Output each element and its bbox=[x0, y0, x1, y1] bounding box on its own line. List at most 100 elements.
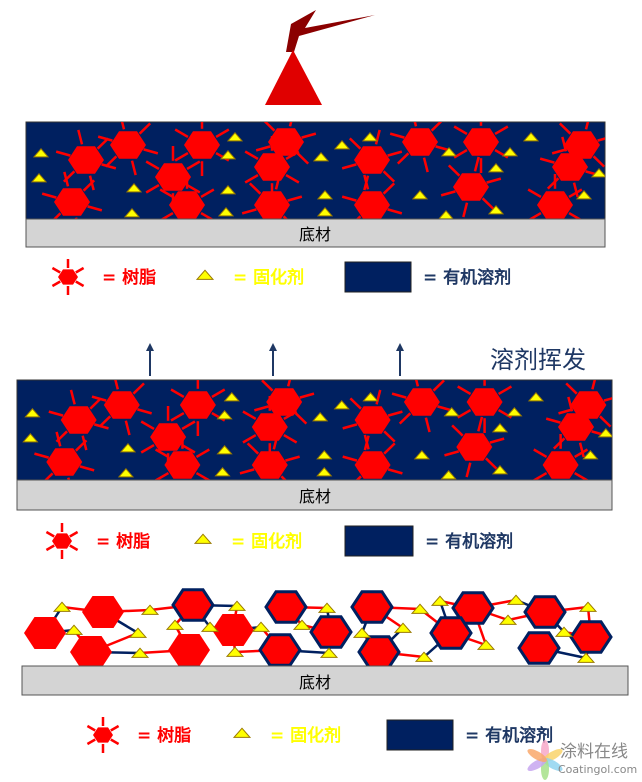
resin-hexagon-icon bbox=[545, 396, 607, 458]
resin-hexagon-icon bbox=[244, 136, 300, 198]
resin-hexagon-icon bbox=[242, 396, 298, 458]
up-arrow-icon bbox=[269, 343, 277, 376]
curing-agent-triangle-icon bbox=[316, 467, 333, 477]
resin-hexagon-icon bbox=[533, 434, 589, 480]
curing-agent-triangle-icon bbox=[216, 410, 233, 420]
resin-hexagon-icon bbox=[389, 122, 451, 173]
cured-film-network bbox=[24, 588, 613, 669]
resin-hexagon-icon bbox=[429, 616, 473, 650]
curing-agent-triangle-icon bbox=[487, 205, 505, 215]
curing-agent-triangle-icon bbox=[225, 646, 245, 657]
resin-hexagon-icon bbox=[391, 380, 453, 433]
curing-agent-triangle-icon bbox=[430, 595, 450, 606]
substrate-label-1: 底材 bbox=[299, 225, 331, 244]
curing-agent-triangle-icon bbox=[227, 600, 247, 611]
curing-agent-triangle-icon bbox=[316, 450, 333, 460]
curing-agent-triangle-icon bbox=[582, 450, 599, 460]
resin-hexagon-icon bbox=[258, 633, 302, 667]
curing-agent-triangle-icon bbox=[219, 150, 237, 160]
legend-solvent-label: = 有机溶剂 bbox=[465, 725, 553, 746]
legend-resin-label: = 树脂 bbox=[102, 268, 156, 288]
legend-resin-label: = 树脂 bbox=[96, 532, 150, 552]
curing-agent-triangle-icon bbox=[125, 183, 143, 193]
curing-agent-triangle-icon bbox=[195, 269, 215, 280]
resin-hexagon-icon bbox=[70, 636, 112, 668]
wet-film-solvent-layer bbox=[25, 121, 606, 220]
curing-agent-triangle-icon bbox=[200, 621, 220, 632]
resin-hexagon-icon bbox=[453, 122, 509, 173]
legend-solvent-label: = 有机溶剂 bbox=[425, 531, 513, 552]
resin-hexagon-icon bbox=[342, 434, 403, 480]
resin-hexagon-icon bbox=[254, 380, 315, 433]
curing-agent-triangle-icon bbox=[117, 468, 135, 478]
curing-agent-triangle-icon bbox=[522, 132, 540, 142]
legend-1: = 树脂 = 固化剂 = 有机溶剂 bbox=[51, 259, 511, 295]
curing-agent-triangle-icon bbox=[292, 619, 312, 630]
curing-agent-triangle-icon bbox=[251, 621, 271, 632]
curing-agent-triangle-icon bbox=[476, 639, 496, 650]
resin-hexagon-icon bbox=[523, 595, 567, 629]
watermark-logo: 涂料在线 Coatingol.com bbox=[527, 740, 637, 780]
resin-hexagon-icon bbox=[539, 136, 601, 198]
curing-agent-triangle-icon bbox=[554, 626, 574, 637]
legend-curing-agent-label: = 固化剂 bbox=[233, 267, 304, 288]
watermark-en: Coatingol.com bbox=[558, 763, 637, 776]
resin-hexagon-icon bbox=[342, 389, 403, 451]
legend-curing-agent-label: = 固化剂 bbox=[231, 531, 302, 552]
curing-agent-triangle-icon bbox=[443, 407, 460, 417]
resin-hexagon-icon bbox=[48, 389, 109, 451]
legend-solvent-label: = 有机溶剂 bbox=[423, 267, 511, 288]
wet-film-particles bbox=[30, 122, 605, 219]
resin-hexagon-icon bbox=[357, 635, 401, 669]
curing-agent-triangle-icon bbox=[440, 470, 457, 480]
evaporation-label: 溶剂挥发 bbox=[490, 346, 586, 374]
curing-agent-triangle-icon bbox=[362, 392, 379, 402]
up-arrow-icon bbox=[146, 343, 154, 376]
evaporation-arrows bbox=[146, 343, 404, 376]
curing-agent-triangle-icon bbox=[312, 412, 329, 422]
legend-3: = 树脂= 固化剂= 有机溶剂 bbox=[86, 717, 553, 753]
curing-agent-triangle-icon bbox=[130, 647, 150, 658]
curing-agent-triangle-icon bbox=[527, 392, 545, 402]
curing-agent-triangle-icon bbox=[491, 423, 509, 433]
curing-agent-triangle-icon bbox=[576, 652, 596, 663]
curing-agent-triangle-icon bbox=[333, 400, 350, 410]
resin-hexagon-icon bbox=[517, 631, 561, 665]
solvent-swatch bbox=[386, 719, 454, 751]
curing-agent-triangle-icon bbox=[411, 190, 429, 200]
substrate-label-3: 底材 bbox=[299, 673, 331, 692]
curing-agent-triangle-icon bbox=[597, 428, 612, 438]
curing-agent-triangle-icon bbox=[24, 408, 41, 418]
curing-agent-triangle-icon bbox=[352, 627, 372, 638]
resin-hexagon-icon bbox=[341, 174, 403, 219]
resin-hexagon-icon bbox=[350, 590, 394, 624]
resin-hexagon-icon bbox=[451, 591, 495, 625]
resin-hexagon-icon bbox=[168, 634, 210, 666]
curing-agent-triangle-icon bbox=[487, 163, 505, 173]
substrate-3 bbox=[21, 665, 629, 696]
curing-agent-triangle-icon bbox=[216, 445, 233, 455]
up-arrow-icon bbox=[396, 343, 404, 376]
legend-resin-label: = 树脂 bbox=[137, 726, 191, 746]
curing-agent-triangle-icon bbox=[319, 647, 339, 658]
resin-hexagon-icon bbox=[174, 122, 230, 176]
curing-agent-triangle-icon bbox=[501, 147, 519, 157]
resin-hexagon-icon bbox=[457, 380, 513, 433]
resin-hexagon-icon bbox=[309, 615, 353, 649]
legend-2: = 树脂 = 固化剂 = 有机溶剂 bbox=[45, 523, 513, 559]
curing-agent-triangle-icon bbox=[361, 132, 379, 142]
curing-agent-triangle-icon bbox=[52, 601, 72, 612]
curing-agent-triangle-icon bbox=[498, 614, 518, 625]
curing-agent-triangle-icon bbox=[214, 467, 231, 477]
curing-agent-triangle-icon bbox=[506, 407, 523, 417]
curing-agent-triangle-icon bbox=[64, 624, 84, 635]
curing-agent-triangle-icon bbox=[317, 602, 337, 613]
resin-hexagon-icon bbox=[569, 620, 613, 654]
resin-hexagon-icon bbox=[34, 431, 95, 480]
resin-hexagon-icon bbox=[24, 617, 66, 649]
curing-agent-triangle-icon bbox=[165, 619, 185, 630]
curing-agent-triangle-icon bbox=[32, 148, 50, 158]
curing-agent-triangle-icon bbox=[410, 603, 430, 614]
evaporating-film-particles bbox=[22, 380, 612, 480]
